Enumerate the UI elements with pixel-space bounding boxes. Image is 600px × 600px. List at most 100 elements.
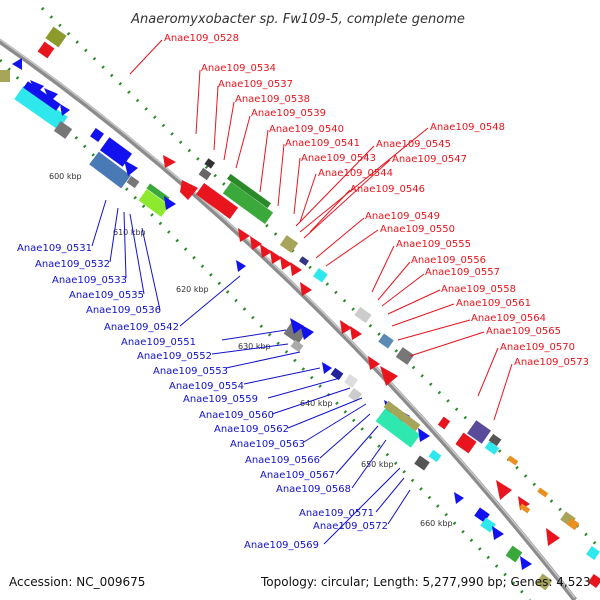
forward-gene-label: Anae109_0537 bbox=[218, 79, 293, 90]
leader-line bbox=[387, 489, 411, 525]
forward-gene-label: Anae109_0550 bbox=[380, 224, 455, 235]
gene-block bbox=[588, 574, 600, 588]
leader-line bbox=[371, 245, 395, 293]
forward-gene-label: Anae109_0543 bbox=[301, 153, 376, 164]
forward-strand-genes bbox=[37, 26, 600, 588]
gene-block bbox=[23, 81, 61, 111]
gene-block bbox=[313, 268, 328, 283]
gene-block bbox=[330, 367, 344, 381]
gene-block bbox=[227, 173, 271, 209]
leader-line bbox=[325, 229, 379, 267]
leader-line bbox=[223, 101, 235, 161]
gene-arrow bbox=[60, 104, 70, 116]
gene-arrow bbox=[290, 262, 302, 276]
genome-backbone bbox=[0, 38, 577, 600]
reverse-gene-label: Anae109_0569 bbox=[244, 540, 319, 551]
gene-block bbox=[537, 487, 549, 498]
gene-block bbox=[375, 408, 421, 448]
leader-line bbox=[243, 367, 321, 385]
gene-arrow bbox=[280, 256, 292, 270]
leader-line bbox=[391, 303, 455, 327]
leader-line bbox=[259, 129, 269, 193]
leader-line bbox=[91, 199, 107, 247]
topology-text: Topology: circular; Length: 5,277,990 bp… bbox=[260, 575, 591, 589]
gene-arrow bbox=[380, 366, 398, 386]
gene-block bbox=[484, 441, 500, 455]
forward-gene-label: Anae109_0539 bbox=[251, 108, 326, 119]
gene-arrow bbox=[290, 318, 304, 334]
gene-arrow bbox=[454, 492, 464, 504]
leader-line bbox=[335, 425, 379, 475]
reverse-gene-label: Anae109_0563 bbox=[230, 439, 305, 450]
gene-block bbox=[467, 420, 491, 444]
leader-line bbox=[381, 273, 425, 307]
leader-line bbox=[319, 413, 371, 459]
forward-gene-label: Anae109_0564 bbox=[471, 313, 546, 324]
forward-gene-label: Anae109_0549 bbox=[365, 211, 440, 222]
forward-gene-label: Anae109_0544 bbox=[318, 168, 393, 179]
gene-block bbox=[414, 455, 430, 471]
forward-gene-label: Anae109_0555 bbox=[396, 239, 471, 250]
gene-block bbox=[383, 400, 421, 432]
gene-arrow bbox=[236, 260, 246, 272]
leader-line bbox=[293, 157, 301, 215]
forward-gene-label: Anae109_0565 bbox=[486, 326, 561, 337]
leader-line bbox=[375, 477, 405, 513]
leader-line bbox=[303, 403, 367, 443]
leader-line bbox=[387, 289, 441, 315]
forward-gene-label: Anae109_0545 bbox=[376, 139, 451, 150]
gene-arrow bbox=[250, 236, 262, 250]
gene-block bbox=[299, 256, 309, 266]
reverse-gene-label: Anae109_0560 bbox=[199, 410, 274, 421]
leader-line bbox=[351, 439, 387, 489]
gene-block bbox=[89, 151, 131, 189]
reverse-gene-label: Anae109_0567 bbox=[260, 470, 335, 481]
tick-label: 610 kbp bbox=[113, 228, 146, 237]
tick-label: 650 kbp bbox=[361, 460, 394, 469]
reverse-gene-label: Anae109_0532 bbox=[35, 259, 110, 270]
leader-line bbox=[315, 217, 365, 259]
leader-line bbox=[141, 227, 161, 311]
gene-block bbox=[437, 416, 451, 430]
gene-block bbox=[99, 137, 133, 167]
gene-arrow bbox=[340, 320, 352, 334]
gene-arrow bbox=[418, 428, 430, 442]
gene-block bbox=[37, 41, 55, 59]
leader-line bbox=[277, 143, 285, 207]
forward-gene-label: Anae109_0534 bbox=[201, 63, 276, 74]
reverse-gene-label: Anae109_0536 bbox=[86, 305, 161, 316]
forward-gene-label: Anae109_0528 bbox=[164, 33, 239, 44]
reverse-gene-labels bbox=[91, 199, 411, 545]
forward-gene-label: Anae109_0547 bbox=[392, 154, 467, 165]
gene-arrow bbox=[30, 80, 44, 94]
reverse-strand-genes bbox=[0, 58, 553, 591]
leader-line bbox=[211, 343, 289, 355]
forward-gene-labels bbox=[129, 39, 513, 421]
gene-arrow bbox=[546, 528, 560, 546]
leader-line bbox=[409, 331, 485, 357]
forward-label-texts: Anae109_0528 Anae109_0534 Anae109_0537 A… bbox=[164, 33, 589, 368]
reverse-gene-label: Anae109_0566 bbox=[245, 455, 320, 466]
gene-block bbox=[198, 167, 212, 181]
leader-line bbox=[271, 387, 351, 415]
leader-line bbox=[235, 115, 251, 169]
leader-line bbox=[299, 173, 317, 223]
forward-gene-label: Anae109_0541 bbox=[285, 138, 360, 149]
gene-arrow bbox=[520, 556, 532, 570]
reverse-gene-label: Anae109_0542 bbox=[104, 322, 179, 333]
tick-label: 640 kbp bbox=[300, 399, 333, 408]
coordinate-ticks: 600 kbp 610 kbp 620 kbp 630 kbp 640 kbp … bbox=[49, 172, 453, 528]
gene-block bbox=[126, 175, 140, 189]
gene-block bbox=[535, 573, 553, 591]
gene-arrow bbox=[180, 180, 198, 200]
forward-gene-label: Anae109_0538 bbox=[235, 94, 310, 105]
gene-arrow bbox=[238, 228, 250, 242]
gene-block bbox=[195, 182, 239, 220]
tick-label: 630 kbp bbox=[238, 342, 271, 351]
leader-line bbox=[299, 127, 429, 233]
gene-arrow bbox=[164, 196, 176, 210]
forward-gene-label: Anae109_0573 bbox=[514, 357, 589, 368]
gene-block bbox=[14, 85, 68, 131]
forward-gene-label: Anae109_0546 bbox=[350, 184, 425, 195]
